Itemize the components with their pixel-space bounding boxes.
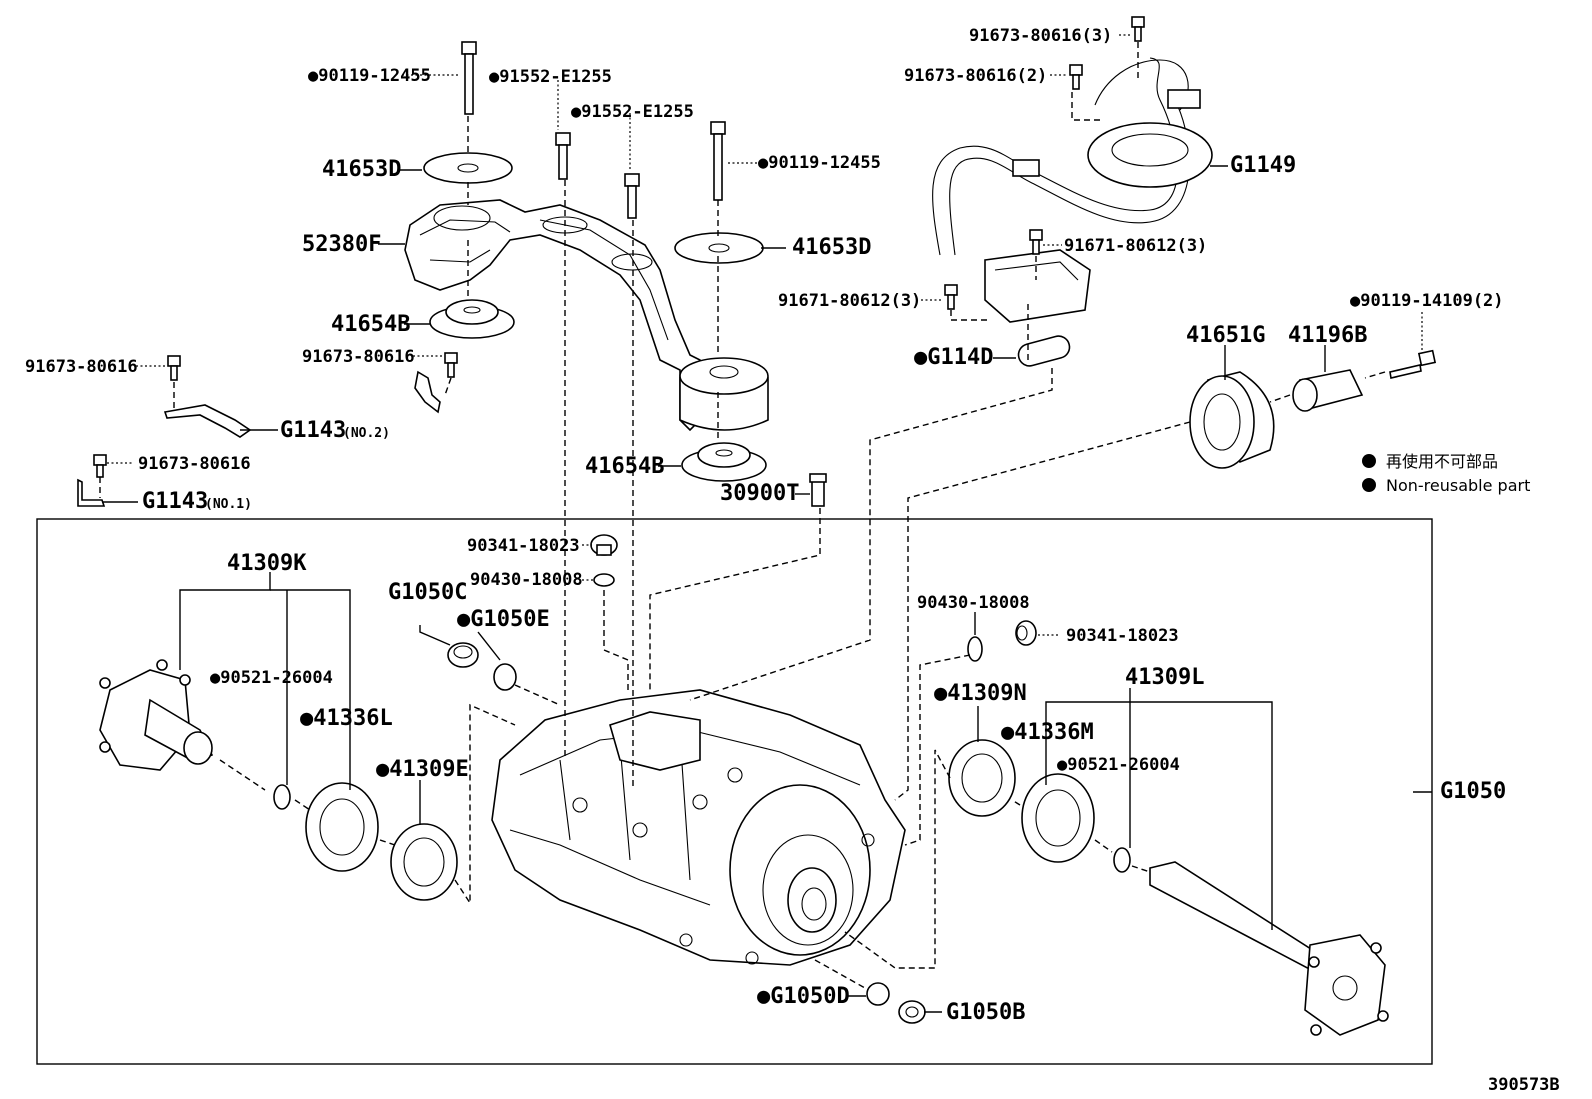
output-shaft-right-shape (1149, 861, 1389, 1036)
plug-g1050b-shape (898, 1000, 926, 1024)
mount-cylinder-right-shape (679, 357, 769, 431)
label-90521-26004-right: ●90521-26004 (1057, 755, 1180, 775)
bolt-91673-80616-3-shape (1131, 16, 1145, 42)
gasket-90430-left-shape (593, 573, 615, 587)
label-90341-18023-left: 90341-18023 (467, 536, 580, 556)
snap-ring-right-shape (1113, 847, 1131, 873)
differential-housing-shape (491, 689, 906, 966)
bolt-91552-right (624, 173, 640, 219)
label-41196b: 41196B (1288, 323, 1367, 348)
label-g1143-no1: G1143 (142, 489, 208, 514)
bolt-90119-12455-right (710, 121, 726, 201)
label-41336m: ●41336M (1001, 720, 1094, 745)
bearing-41309e-shape (390, 823, 458, 901)
label-g114d: ●G114D (914, 345, 993, 370)
label-90341-18023-right: 90341-18023 (1066, 626, 1179, 646)
label-52380f: 52380F (302, 232, 381, 257)
breather-30900t-shape (809, 473, 827, 507)
gasket-g1050d-shape (866, 982, 890, 1006)
legend-english: Non-reusable part (1386, 476, 1530, 495)
leader-lines (102, 34, 1432, 1013)
label-90119-12455-top-left: ●90119-12455 (308, 66, 431, 86)
label-91673-80616-a: 91673-80616 (25, 357, 138, 377)
gasket-g1050e-shape (493, 663, 517, 691)
label-g1143-no2-suffix: (NO.2) (343, 426, 390, 441)
label-91673-80616-b: 91673-80616 (302, 347, 415, 367)
label-g1050c: G1050C (388, 580, 467, 605)
plug-90341-left-shape (590, 534, 618, 556)
label-91673-80616-2: 91673-80616(2) (904, 66, 1047, 86)
washer-41653d-right-shape (674, 232, 764, 264)
bracket-g1143-no2-shape (163, 355, 252, 438)
label-91671-80612-right: 91671-80612(3) (1064, 236, 1207, 256)
label-41309l: 41309L (1125, 665, 1204, 690)
bolt-91673-80616-2-shape (1069, 64, 1083, 90)
label-90430-18008-right: 90430-18008 (917, 593, 1030, 613)
legend-dot-icon (1362, 478, 1376, 492)
label-g1143-no1-suffix: (NO.1) (205, 497, 252, 512)
label-41654b-lower: 41654B (585, 454, 664, 479)
label-90119-14109: ●90119-14109(2) (1350, 291, 1504, 311)
label-30900t: 30900T (720, 481, 799, 506)
label-41651g: 41651G (1186, 323, 1265, 348)
label-91673-80616-3: 91673-80616(3) (969, 26, 1112, 46)
part-labels: ●90119-12455 ●91552-E1255 ●91552-E1255 ●… (25, 26, 1560, 1095)
label-90119-12455-right: ●90119-12455 (758, 153, 881, 173)
bushing-41654b-upper-shape (429, 299, 515, 339)
bushing-41654b-lower-shape (681, 442, 767, 482)
label-41654b-upper: 41654B (331, 312, 410, 337)
diagram-code: 390573B (1488, 1075, 1560, 1095)
plug-90341-right-shape (1015, 620, 1037, 646)
label-41309e: ●41309E (376, 757, 469, 782)
flange-left-shape (99, 659, 214, 771)
label-41653d-left: 41653D (322, 157, 401, 182)
label-g1143-no2: G1143 (280, 418, 346, 443)
label-g1050: G1050 (1440, 779, 1506, 804)
assembly-dash-lines (99, 42, 1386, 989)
label-41309n: ●41309N (934, 681, 1027, 706)
wire-harness-shape (932, 57, 1213, 323)
snap-ring-left-shape (273, 784, 291, 810)
label-41653d-right: 41653D (792, 235, 871, 260)
label-90521-26004-left: ●90521-26004 (210, 668, 333, 688)
legend: 再使用不可部品 Non-reusable part (1362, 452, 1530, 495)
bracket-small-shape (414, 352, 458, 414)
label-g1050d: ●G1050D (757, 984, 850, 1009)
label-g1050b: G1050B (946, 1000, 1025, 1025)
label-91552-e1255-a: ●91552-E1255 (489, 67, 612, 87)
collar-41196b-shape (1292, 369, 1364, 412)
bolt-90119-12455-left (461, 41, 477, 115)
bearing-41309n-shape (948, 739, 1016, 817)
bolt-91552-left (555, 132, 571, 180)
oil-seal-41336l-shape (305, 782, 379, 872)
gasket-90430-right-shape (967, 636, 983, 662)
bolt-91671-right-shape (1029, 229, 1043, 255)
label-90430-18008-left: 90430-18008 (470, 570, 583, 590)
label-41336l: ●41336L (300, 706, 393, 731)
label-91673-80616-c: 91673-80616 (138, 454, 251, 474)
plug-g1050c-shape (447, 642, 479, 668)
label-g1149: G1149 (1230, 153, 1296, 178)
label-91552-e1255-b: ●91552-E1255 (571, 102, 694, 122)
legend-japanese: 再使用不可部品 (1386, 452, 1498, 471)
bolt-90119-14109-shape (1389, 349, 1437, 379)
label-41309k: 41309K (227, 551, 307, 576)
damper-41651g-shape (1189, 371, 1275, 469)
label-91671-80612-left: 91671-80612(3) (778, 291, 921, 311)
grommet-g114d-shape (1017, 335, 1071, 367)
legend-dot-icon (1362, 454, 1376, 468)
bolt-91671-left-shape (944, 284, 958, 310)
bracket-g1143-no1-shape (77, 454, 107, 507)
washer-41653d-left-shape (423, 152, 513, 184)
label-g1050e: ●G1050E (457, 607, 550, 632)
oil-seal-41336m-shape (1021, 773, 1095, 863)
